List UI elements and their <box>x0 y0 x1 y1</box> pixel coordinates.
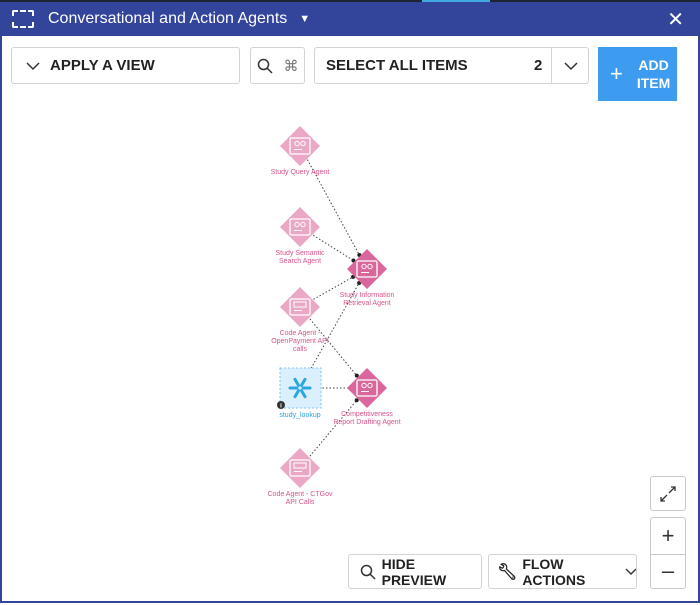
add-item-button[interactable]: + ADD ITEM <box>598 47 677 101</box>
search-icon <box>360 564 376 580</box>
select-all-items-dropdown[interactable]: SELECT ALL ITEMS 2 <box>314 47 589 84</box>
node-l[interactable]: i <box>277 367 322 410</box>
panel-title[interactable]: Conversational and Action Agents <box>48 10 288 27</box>
node-label: Code Agent - OpenPayment API calls <box>271 330 329 353</box>
active-tab-indicator <box>422 0 490 2</box>
edge-endpoint <box>354 373 359 378</box>
command-key-icon: ⌘ <box>283 57 299 75</box>
snowflake-icon <box>300 389 307 399</box>
flow-edge <box>307 399 358 460</box>
add-item-label-2: ITEM <box>636 75 671 91</box>
snowflake-icon <box>300 377 307 387</box>
chevron-down-icon <box>26 61 40 70</box>
flow-edge <box>305 156 360 256</box>
dashed-selection-icon <box>12 10 34 28</box>
svg-text:i: i <box>280 404 282 410</box>
snowflake-icon <box>293 389 300 399</box>
snowflake-icon <box>293 377 300 387</box>
top-strip <box>0 0 700 2</box>
plus-icon: + <box>610 61 623 86</box>
node-label: study_lookup <box>279 412 321 419</box>
panel-header: Conversational and Action Agents ▼ ✕ <box>0 2 700 36</box>
hide-preview-button[interactable]: HIDE PREVIEW <box>348 554 482 589</box>
add-item-label: ADD <box>638 57 669 73</box>
apply-view-dropdown[interactable]: APPLY A VIEW <box>11 47 240 84</box>
zoom-in-button[interactable]: + <box>661 523 675 548</box>
node-label: Study Information Retrieval Agent <box>339 292 395 307</box>
apply-view-label: APPLY A VIEW <box>50 57 155 74</box>
node-r[interactable] <box>347 249 387 289</box>
edge-endpoint <box>351 258 356 263</box>
flow-actions-button[interactable]: 🔧︎ FLOW ACTIONS <box>488 554 637 589</box>
flow-edge <box>309 232 354 261</box>
code-agent-icon <box>289 459 311 477</box>
search-button[interactable]: ⌘ <box>250 47 305 84</box>
node-q[interactable] <box>280 126 320 166</box>
node-s[interactable] <box>280 207 320 247</box>
flow-edge <box>305 282 360 378</box>
close-icon[interactable]: ✕ <box>667 9 684 31</box>
caret-down-icon[interactable]: ▼ <box>299 13 311 25</box>
node-o[interactable] <box>280 287 320 327</box>
zoom-out-button[interactable]: – <box>661 557 675 583</box>
agent-icon <box>289 218 311 236</box>
select-all-label: SELECT ALL ITEMS <box>326 57 468 74</box>
node-label: Study Semantic Search Agent <box>275 250 325 265</box>
flow-edge <box>307 315 358 376</box>
edge-endpoint <box>354 398 359 403</box>
chevron-down-icon <box>625 568 636 575</box>
wrench-icon: 🔧︎ <box>497 563 518 581</box>
fit-view-button[interactable] <box>650 476 686 511</box>
hide-preview-label: HIDE PREVIEW <box>381 555 447 588</box>
search-icon <box>257 58 273 74</box>
node-d[interactable] <box>347 368 387 408</box>
info-icon <box>277 401 285 409</box>
node-c[interactable] <box>280 448 320 488</box>
agent-icon <box>356 260 378 278</box>
divider <box>551 48 552 83</box>
code-agent-icon <box>289 298 311 316</box>
zoom-controls: + – <box>650 517 686 589</box>
node-label: Code Agent - CTGov API Calls <box>267 491 333 506</box>
expand-icon <box>660 485 676 502</box>
flow-edge <box>310 276 354 302</box>
flow-actions-label: FLOW ACTIONS <box>522 555 586 588</box>
chevron-down-icon[interactable] <box>564 61 578 71</box>
node-label: Study Query Agent <box>270 169 330 176</box>
selected-count: 2 <box>534 57 543 74</box>
agent-icon <box>289 137 311 155</box>
agent-icon <box>356 379 378 397</box>
divider <box>651 554 685 555</box>
node-label: Competitiveness Report Drafting Agent <box>333 411 401 426</box>
